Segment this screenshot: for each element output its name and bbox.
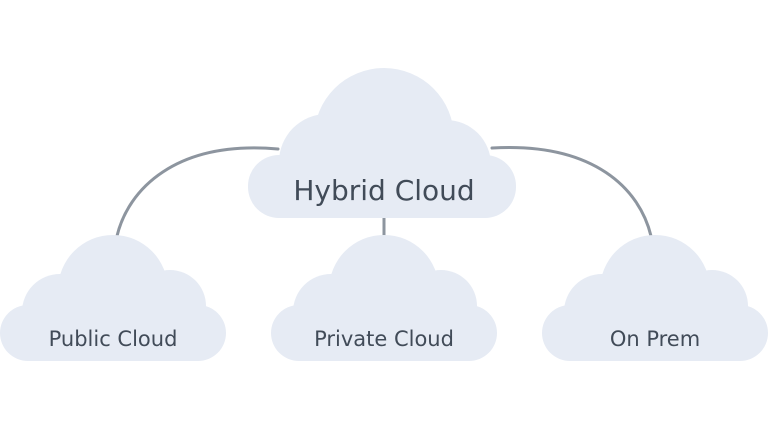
cloud-public: Public Cloud bbox=[0, 235, 226, 361]
cloud-label-public: Public Cloud bbox=[49, 327, 178, 351]
cloud-private: Private Cloud bbox=[271, 235, 497, 361]
cloud-label-on-prem: On Prem bbox=[610, 327, 700, 351]
cloud-on-prem: On Prem bbox=[542, 235, 768, 361]
cloud-icon bbox=[271, 235, 497, 361]
cloud-icon bbox=[0, 235, 226, 361]
cloud-hybrid: Hybrid Cloud bbox=[248, 68, 516, 218]
cloud-label-hybrid: Hybrid Cloud bbox=[293, 174, 474, 207]
cloud-icon bbox=[248, 68, 516, 218]
connector-on-prem bbox=[490, 146, 653, 238]
cloud-icon bbox=[542, 235, 768, 361]
cloud-label-private: Private Cloud bbox=[314, 327, 454, 351]
connector-public-cloud bbox=[115, 146, 280, 238]
